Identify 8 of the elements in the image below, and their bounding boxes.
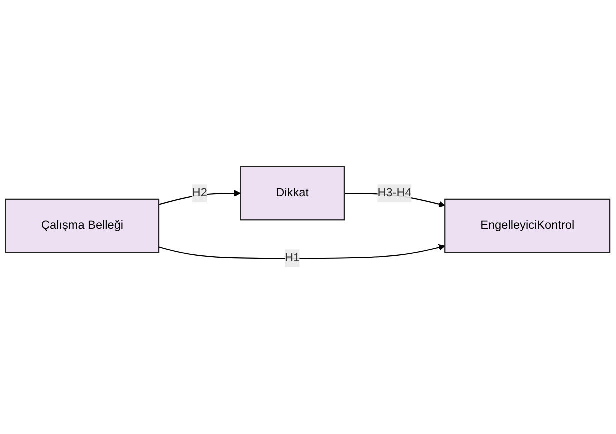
edge-label: H3-H4 — [378, 186, 412, 200]
edge-label: H2 — [192, 186, 208, 200]
arrow — [158, 190, 241, 206]
edge-label: H1 — [284, 252, 300, 264]
arrow — [158, 244, 446, 259]
node-box: Dikkat — [240, 166, 345, 220]
node-box: EngelleyiciKontrol — [444, 198, 611, 254]
node-box: Çalışma Belleği — [5, 198, 160, 254]
